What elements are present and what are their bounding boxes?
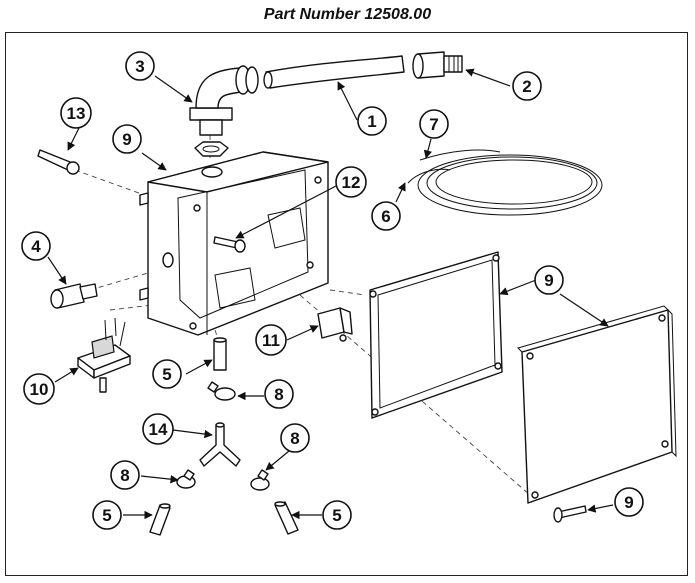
callout-9-screw: 9 <box>614 487 644 517</box>
svg-text:9: 9 <box>122 130 131 149</box>
svg-text:12: 12 <box>342 173 361 192</box>
callout-8-upper: 8 <box>264 379 294 409</box>
hose-clamp-right <box>250 469 270 491</box>
svg-text:9: 9 <box>624 493 633 512</box>
callout-2: 2 <box>512 71 542 101</box>
mounting-screw <box>213 236 246 253</box>
threaded-adapter <box>412 51 463 79</box>
svg-text:6: 6 <box>381 207 390 226</box>
callout-3: 3 <box>125 51 155 81</box>
callout-5-left: 5 <box>92 500 122 530</box>
tapered-plug <box>37 149 80 175</box>
push-fitting <box>50 283 98 309</box>
callout-7: 7 <box>419 109 449 139</box>
svg-text:8: 8 <box>274 385 283 404</box>
svg-text:5: 5 <box>162 365 171 384</box>
part-number-title: Part Number 12508.00 <box>263 6 432 23</box>
callout-10: 10 <box>23 373 55 405</box>
pressure-switch <box>77 317 131 393</box>
svg-text:9: 9 <box>544 271 553 290</box>
gasket <box>369 251 503 419</box>
callout-8-left: 8 <box>110 460 140 490</box>
leader-lines <box>47 68 614 520</box>
wire-coil <box>407 149 603 216</box>
svg-text:2: 2 <box>522 77 531 96</box>
diagram-frame <box>5 32 688 576</box>
svg-text:13: 13 <box>67 104 86 123</box>
y-connector <box>199 422 241 467</box>
svg-text:8: 8 <box>120 466 129 485</box>
callout-9-panel: 9 <box>534 265 564 295</box>
callout-5-upper: 5 <box>152 359 182 389</box>
callout-8-right: 8 <box>280 423 310 453</box>
svg-text:1: 1 <box>367 112 376 131</box>
svg-text:5: 5 <box>102 506 111 525</box>
svg-text:14: 14 <box>149 420 168 439</box>
hose-clamp-upper <box>207 381 236 401</box>
callout-9-box: 9 <box>112 124 142 154</box>
svg-text:10: 10 <box>30 380 49 399</box>
callout-12: 12 <box>335 166 367 198</box>
callout-1: 1 <box>357 106 387 136</box>
solenoid-valve <box>317 307 353 342</box>
tube-segment-right <box>274 501 299 535</box>
svg-text:7: 7 <box>429 115 438 134</box>
elbow-fitting <box>189 65 259 157</box>
callout-6: 6 <box>371 201 401 231</box>
callout-4: 4 <box>21 231 51 261</box>
svg-text:5: 5 <box>332 506 341 525</box>
callout-5-right: 5 <box>322 500 352 530</box>
svg-text:4: 4 <box>31 237 41 256</box>
callout-14: 14 <box>142 413 174 445</box>
lid-screw <box>553 505 587 523</box>
callout-13: 13 <box>60 97 92 129</box>
tube <box>263 55 405 89</box>
enclosure-lid <box>517 305 677 504</box>
svg-text:11: 11 <box>262 331 280 350</box>
svg-text:8: 8 <box>290 429 299 448</box>
tube-segment-upper <box>213 337 227 371</box>
callout-11: 11 <box>255 324 287 356</box>
hose-clamp-left <box>176 469 196 489</box>
tube-segment-left <box>149 503 171 536</box>
svg-text:3: 3 <box>135 57 144 76</box>
